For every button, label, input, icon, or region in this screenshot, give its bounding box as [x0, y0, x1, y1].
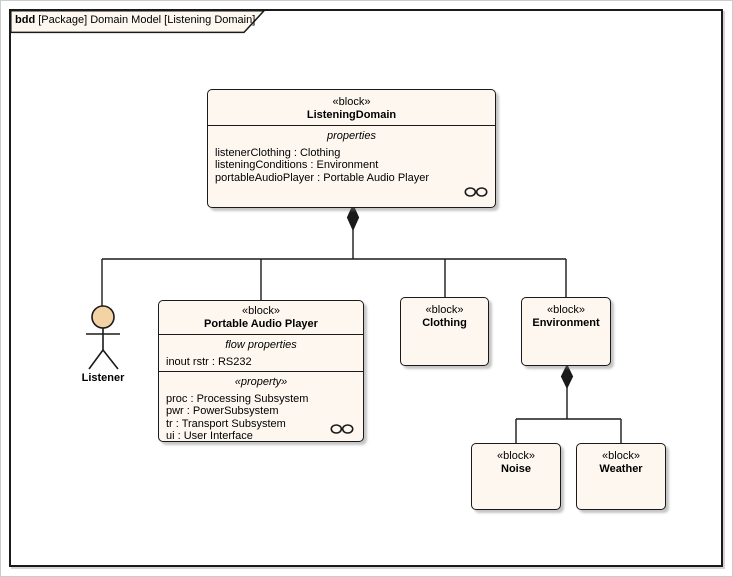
diagram-kind-keyword: bdd	[15, 14, 36, 26]
block-listening-domain[interactable]: «block» ListeningDomain properties liste…	[207, 89, 496, 208]
block-weather[interactable]: «block» Weather	[576, 443, 666, 510]
composite-structure-icon	[330, 424, 354, 434]
stereotype-label: «block»	[332, 96, 371, 108]
composite-structure-icon	[464, 187, 488, 197]
actor-icon	[86, 305, 120, 370]
block-name: ListeningDomain	[306, 109, 397, 121]
block-name: Clothing	[422, 317, 467, 329]
block-clothing[interactable]: «block» Clothing	[400, 297, 489, 366]
frame-header-tab: bdd [Package] Domain Model [Listening Do…	[10, 10, 268, 34]
block-portable-audio-player[interactable]: «block» Portable Audio Player flow prope…	[158, 300, 364, 442]
part-row: pwr : PowerSubsystem	[166, 405, 279, 418]
parts-compartment: «property» proc : Processing Subsystem p…	[159, 371, 363, 440]
frame-tab-shape	[10, 10, 266, 34]
part-row: proc : Processing Subsystem	[166, 393, 309, 405]
block-title: «block» ListeningDomain	[208, 90, 495, 126]
actor-listener[interactable]: Listener	[75, 303, 131, 385]
part-row: ui : User Interface	[166, 429, 253, 440]
frame-title: bdd [Package] Domain Model [Listening Do…	[15, 14, 255, 26]
diagram-frame	[9, 9, 723, 567]
stereotype-label: «block»	[497, 450, 535, 462]
compartment-label: flow properties	[225, 339, 297, 351]
property-row: listeningConditions : Environment	[215, 159, 379, 172]
frame-title-text: [Package] Domain Model [Listening Domain…	[35, 14, 256, 26]
block-name: Noise	[501, 463, 531, 475]
block-name: Portable Audio Player	[204, 318, 318, 330]
stereotype-label: «block»	[242, 305, 280, 317]
stereotype-label: «block»	[602, 450, 640, 462]
compartment-label: «property»	[234, 376, 288, 388]
property-row: portableAudioPlayer : Portable Audio Pla…	[215, 171, 430, 184]
actor-name: Listener	[81, 372, 125, 384]
block-name: Environment	[532, 317, 600, 329]
property-row: listenerClothing : Clothing	[215, 147, 341, 159]
properties-compartment: properties listenerClothing : Clothing l…	[208, 126, 495, 207]
block-environment[interactable]: «block» Environment	[521, 297, 611, 366]
compartment-label: properties	[327, 130, 376, 142]
flow-properties-compartment: flow properties inout rstr : RS232	[159, 335, 363, 371]
block-title: «block» Portable Audio Player	[159, 301, 363, 335]
part-row: tr : Transport Subsystem	[166, 417, 286, 430]
block-name: Weather	[599, 463, 643, 475]
stereotype-label: «block»	[547, 304, 585, 316]
stereotype-label: «block»	[425, 304, 464, 316]
flow-property-row: inout rstr : RS232	[166, 356, 252, 368]
block-noise[interactable]: «block» Noise	[471, 443, 561, 510]
